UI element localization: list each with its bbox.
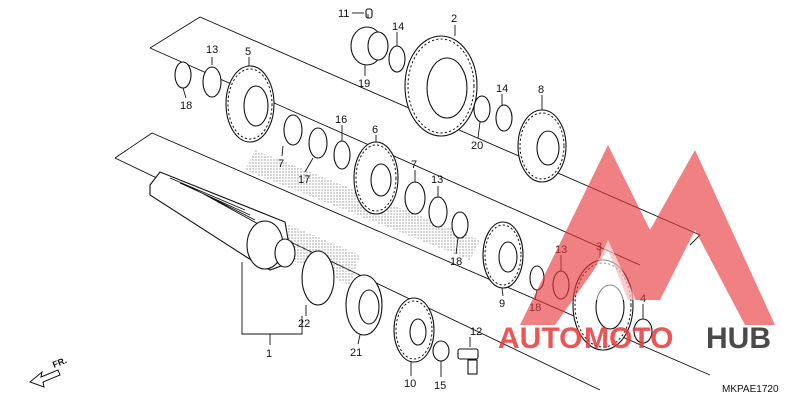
callout-17: 17 <box>298 174 310 186</box>
needle-bearing-20 <box>473 95 491 123</box>
snap-ring-18-upper <box>174 61 192 89</box>
callout-11: 11 <box>338 8 349 20</box>
callout-6: 6 <box>372 124 378 136</box>
callout-18-b: 18 <box>450 256 462 268</box>
callout-14-b: 14 <box>496 83 508 95</box>
callout-16: 16 <box>335 114 347 126</box>
callout-2: 2 <box>451 13 457 25</box>
callout-12: 12 <box>470 326 482 338</box>
callout-15: 15 <box>434 380 446 392</box>
svg-text:FR.: FR. <box>51 355 68 370</box>
svg-text:AUTO: AUTO <box>498 322 582 355</box>
callout-8: 8 <box>538 84 544 96</box>
callout-21: 21 <box>350 347 362 359</box>
svg-text:MOTO: MOTO <box>584 322 673 355</box>
svg-text:HUB: HUB <box>706 322 771 355</box>
washer-13-upper <box>202 66 222 98</box>
callout-20: 20 <box>471 140 483 152</box>
washer-14-right <box>495 104 513 132</box>
bushing-7-lower <box>404 181 426 215</box>
lower-assembly-frame <box>114 132 711 376</box>
snap-ring-18-mid <box>451 211 469 239</box>
washer-16 <box>333 140 351 170</box>
bushing-7-upper <box>283 114 303 146</box>
bolt-12 <box>457 348 479 360</box>
callout-7-b: 7 <box>411 159 417 171</box>
o-ring-22 <box>301 250 335 306</box>
front-direction-arrow: FR. <box>29 355 68 388</box>
washer-13-mid <box>428 196 448 228</box>
washer-15 <box>432 340 450 362</box>
pin-11 <box>365 8 373 19</box>
callout-9: 9 <box>499 298 505 310</box>
callout-14-a: 14 <box>392 21 404 33</box>
callout-10: 10 <box>404 378 416 390</box>
callout-18-a: 18 <box>180 100 192 112</box>
diagram-code: MKPAE1720 <box>722 384 779 395</box>
callout-5: 5 <box>245 46 251 58</box>
callout-1: 1 <box>266 348 272 360</box>
leader-lines <box>182 14 644 377</box>
callout-22: 22 <box>298 318 310 330</box>
washer-14-top <box>388 45 406 73</box>
callout-7-a: 7 <box>278 158 284 170</box>
callout-13-b: 13 <box>431 174 443 186</box>
automotohub-logo: AUTO MOTO HUB <box>498 145 775 355</box>
callout-13-a: 13 <box>206 44 218 56</box>
washer-17 <box>308 127 328 159</box>
callout-19: 19 <box>358 78 370 90</box>
